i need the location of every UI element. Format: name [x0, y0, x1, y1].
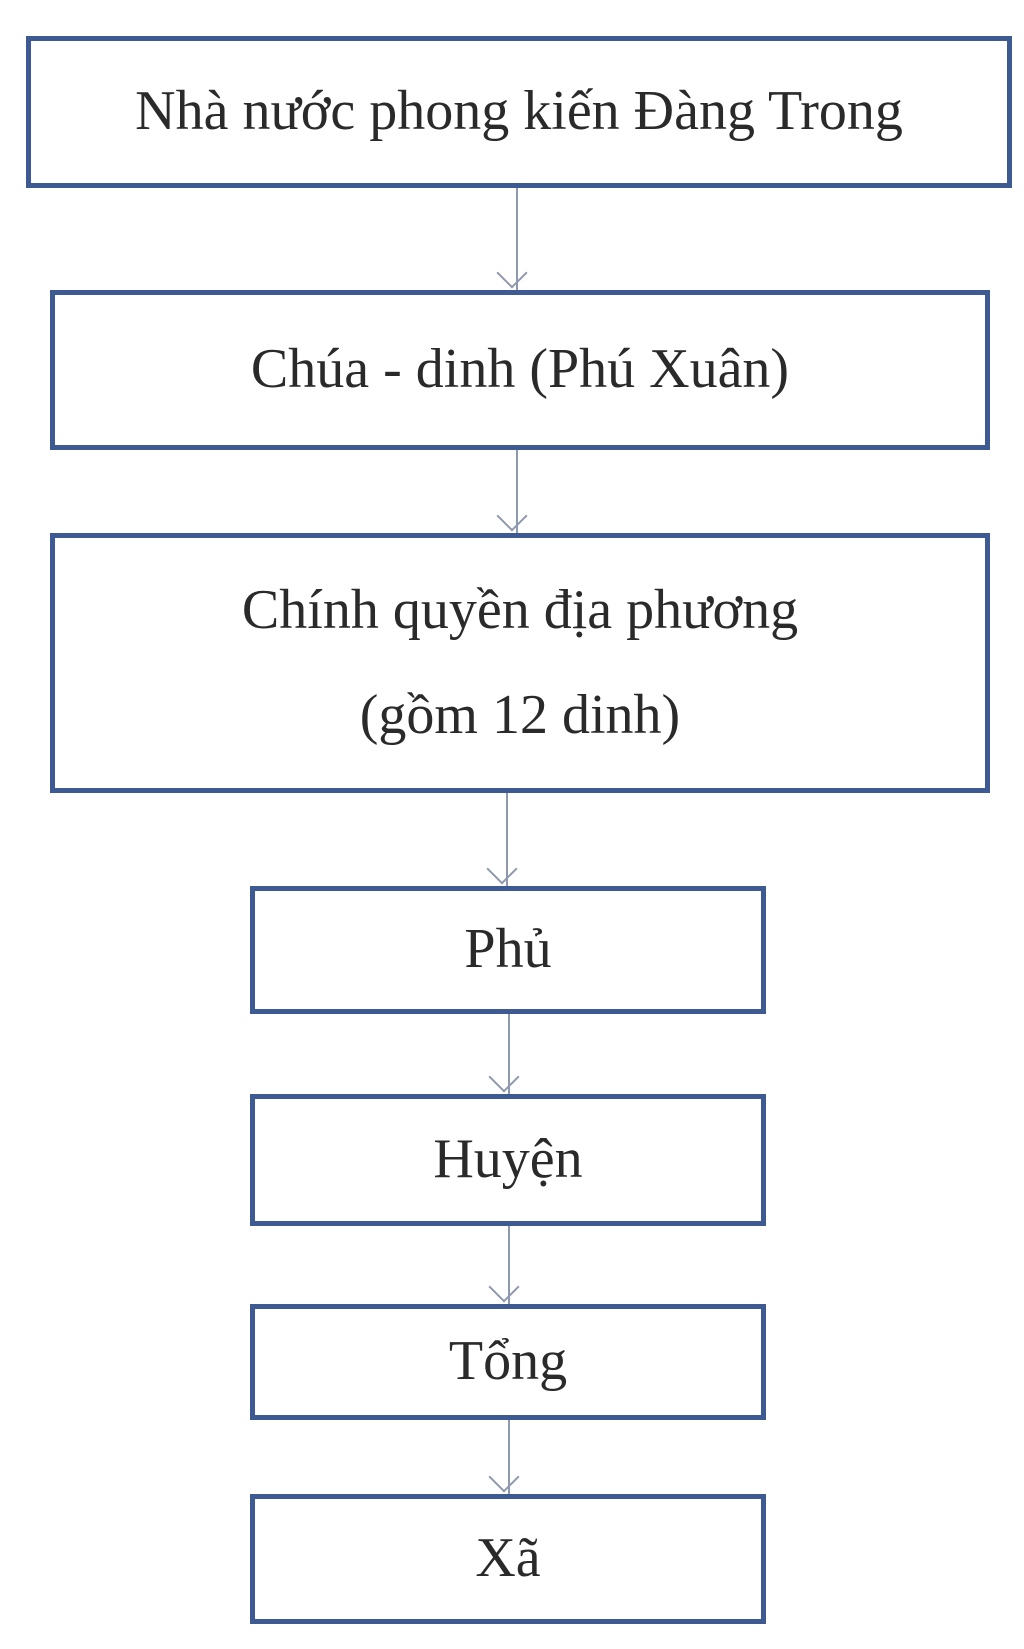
- arrow-down-icon: [506, 793, 508, 886]
- node-tong: Tổng: [250, 1304, 766, 1420]
- node-chua-dinh-phu-xuan: Chúa - dinh (Phú Xuân): [50, 290, 990, 450]
- arrow-down-icon: [508, 1420, 510, 1494]
- node-nha-nuoc-phong-kien-dang-trong: Nhà nước phong kiến Đàng Trong: [26, 36, 1012, 188]
- node-huyen: Huyện: [250, 1094, 766, 1226]
- node-label-line-2: (gồm 12 dinh): [359, 684, 681, 746]
- node-label: Phủ: [464, 918, 552, 981]
- node-xa: Xã: [250, 1494, 766, 1624]
- node-chinh-quyen-dia-phuong: Chính quyền địa phương (gồm 12 dinh): [50, 533, 990, 793]
- node-phu: Phủ: [250, 886, 766, 1014]
- node-label: Chúa - dinh (Phú Xuân): [250, 338, 790, 401]
- node-label: Huyện: [433, 1128, 583, 1191]
- node-label-line-1: Chính quyền địa phương: [241, 578, 799, 641]
- node-label: Nhà nước phong kiến Đàng Trong: [135, 80, 903, 143]
- arrow-down-icon: [516, 188, 518, 290]
- arrow-down-icon: [508, 1014, 510, 1094]
- node-label: Tổng: [448, 1330, 568, 1393]
- arrow-down-icon: [516, 450, 518, 533]
- arrow-down-icon: [508, 1226, 510, 1304]
- node-label: Xã: [475, 1527, 541, 1590]
